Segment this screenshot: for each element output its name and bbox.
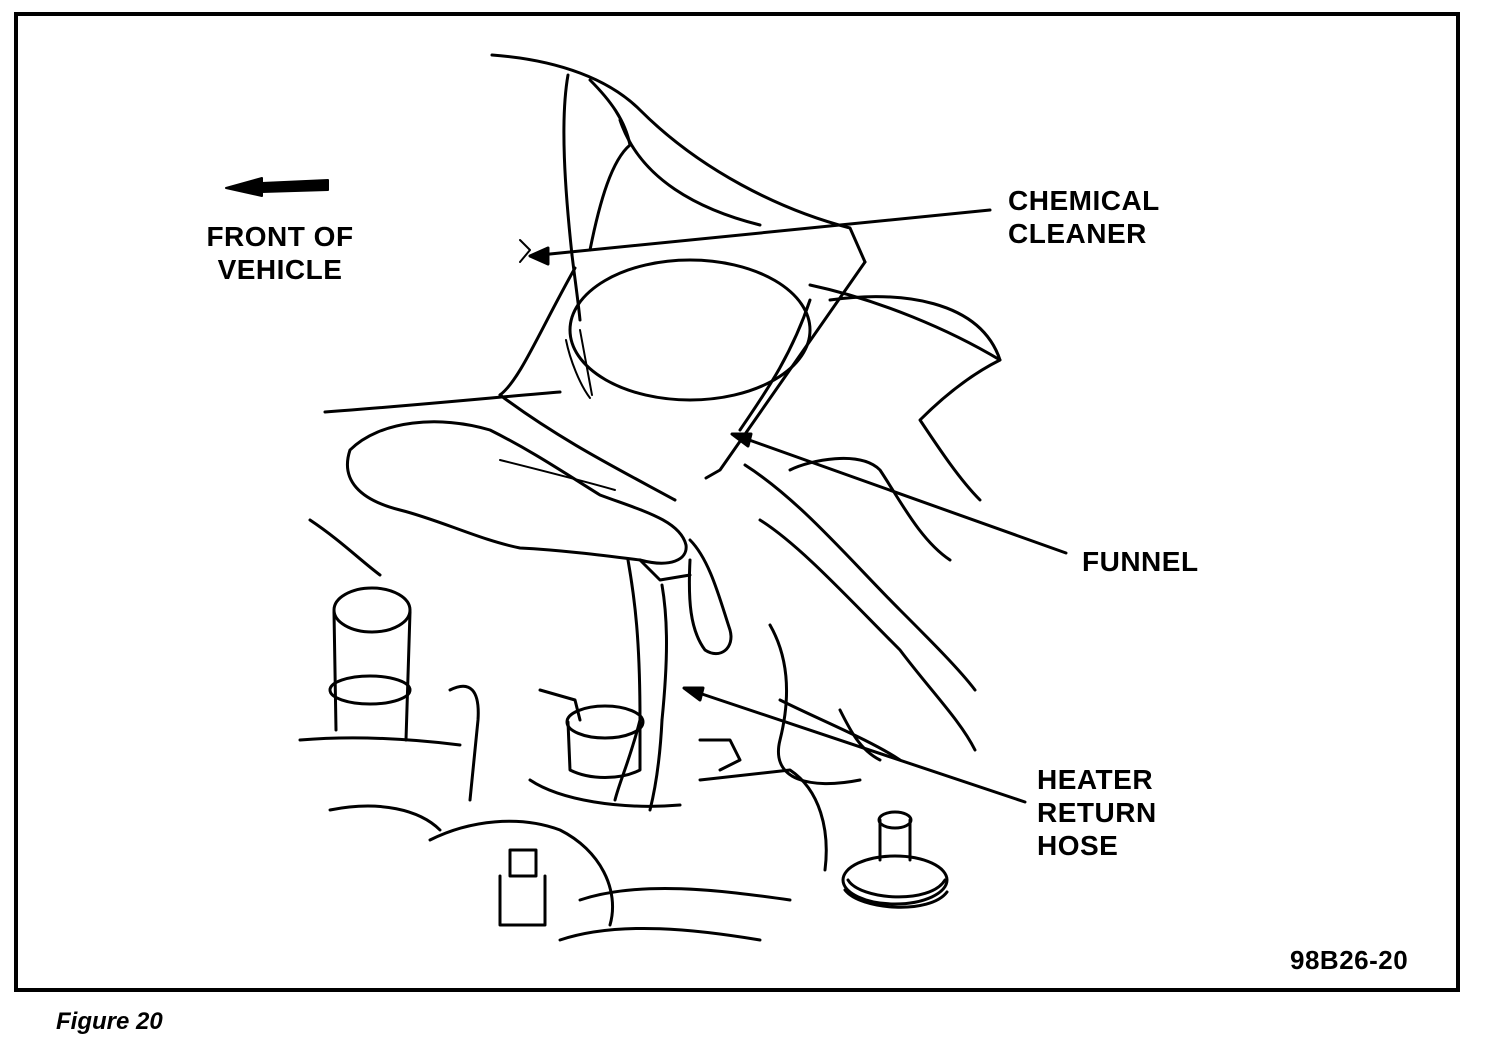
figure-caption: Figure 20 [56,1008,163,1035]
leader-lines [528,208,1068,804]
drawing-code-label: 98B26-20 [1290,945,1409,975]
chemical-cleaner-container [490,53,867,322]
heater-return-hose-label: HEATER RETURN HOSE [1037,764,1157,861]
funnel-label: FUNNEL [1082,546,1199,577]
front-arrow-icon [225,177,329,197]
funnel-shape [498,258,867,502]
hand-shape [345,420,733,656]
engine-components [308,518,949,942]
hood-outline [323,283,1002,752]
chemical-cleaner-label: CHEMICAL CLEANER [1008,185,1160,249]
heater-return-hose [613,558,668,812]
front-of-vehicle-label: FRONT OF VEHICLE [206,221,354,285]
diagram-frame [14,12,1460,992]
reservoir-cap [298,586,480,802]
